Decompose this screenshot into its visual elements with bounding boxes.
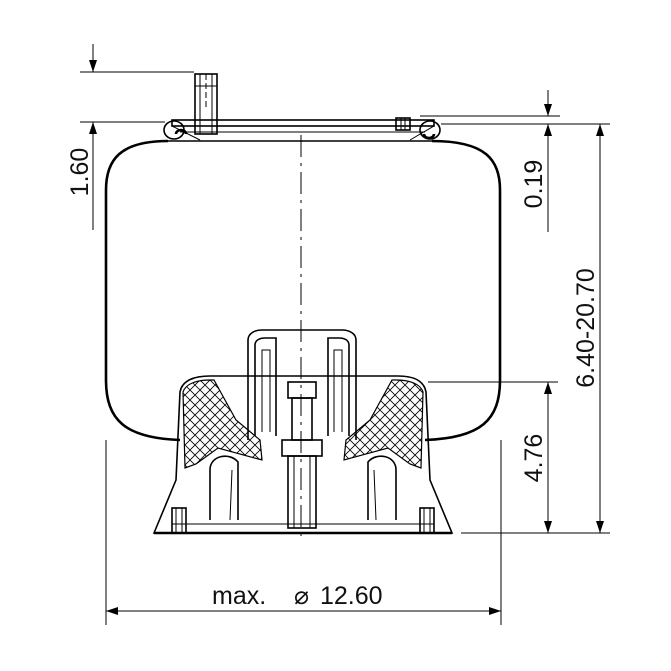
dim-label-piston-height: 4.76	[520, 434, 548, 483]
dimension-piston-height: 4.76	[428, 381, 558, 533]
dim-label-top-offset: 1.60	[66, 148, 94, 197]
dimension-max-diameter: max. ⌀ 12.60	[105, 440, 502, 625]
center-bolt	[281, 381, 323, 529]
top-plate	[163, 119, 441, 141]
dim-label-plate-offset: 0.19	[520, 160, 548, 209]
dim-label-max-diameter: 12.60	[320, 582, 383, 610]
bumper	[247, 329, 357, 440]
air-fitting	[194, 73, 218, 135]
dim-label-height-range: 6.40-20.70	[572, 268, 600, 388]
piston	[152, 375, 454, 535]
dimension-top-offset: 1.60	[66, 44, 194, 230]
dimension-height-range: 6.40-20.70	[461, 124, 610, 534]
dimension-plate-offset: 0.19	[420, 90, 610, 232]
mounting-stud	[395, 117, 411, 131]
diameter-symbol-icon: ⌀	[294, 582, 309, 610]
rubber-bellow	[104, 139, 502, 442]
dim-label-max-prefix: max.	[212, 582, 266, 610]
